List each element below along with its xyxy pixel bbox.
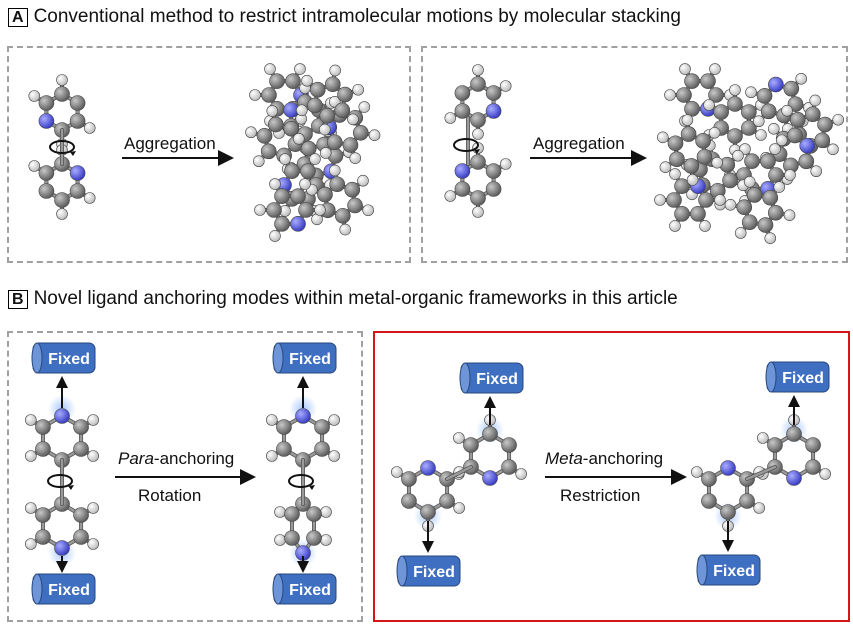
fixed-block-2: Fixed <box>31 573 96 605</box>
anchor-arrows <box>56 376 800 573</box>
fixed-label: Fixed <box>476 371 518 388</box>
molecule-layer <box>25 63 844 567</box>
fixed-block-8: Fixed <box>696 554 761 586</box>
stacked-ring <box>654 168 726 232</box>
meta-rest: -anchoring <box>583 449 663 468</box>
stacked-ring <box>296 64 364 136</box>
meta-ring-lower-2 <box>691 460 765 532</box>
stacked-ring <box>724 176 796 244</box>
stacked-ring <box>254 178 326 242</box>
panel-b-title-text: Novel ligand anchoring modes within meta… <box>33 288 678 309</box>
panel-a-letter: A <box>8 7 28 27</box>
meta-ring-lower-1 <box>391 460 465 532</box>
para-anchoring-label: Para-anchoring <box>118 449 234 468</box>
fixed-label: Fixed <box>289 582 331 599</box>
fixed-block-3: Fixed <box>272 342 337 374</box>
meta-ring-upper-1 <box>453 414 527 486</box>
pyridine-bottom-a2 <box>444 142 512 218</box>
para-ring-bottom-1 <box>25 496 99 556</box>
meta-anchoring-label: Meta-anchoring <box>545 449 663 468</box>
rotation-arrow-icon <box>47 474 74 490</box>
para-ring-top-1 <box>25 408 99 468</box>
restriction-label: Restriction <box>560 486 640 505</box>
panel-a-title: A Conventional method to restrict intram… <box>8 6 681 28</box>
rotation-arrow-icon <box>49 140 76 156</box>
stacked-ring <box>703 84 767 156</box>
fixed-block-5: Fixed <box>459 362 524 394</box>
fixed-label: Fixed <box>289 351 331 368</box>
fixed-block-1: Fixed <box>31 342 96 374</box>
fixed-block-7: Fixed <box>765 361 830 393</box>
panel-a-right-box <box>421 46 848 263</box>
panel-b-left-box <box>7 331 363 622</box>
panel-a-left-box <box>7 46 411 263</box>
rotation-arrow-icon <box>288 474 315 490</box>
fixed-label: Fixed <box>413 564 455 581</box>
aggregation-label-right: Aggregation <box>533 134 625 153</box>
para-italic: Para <box>118 449 154 468</box>
stacked-ring <box>657 114 723 186</box>
meta-ring-upper-2 <box>757 414 831 486</box>
aggregation-label-left: Aggregation <box>124 134 216 153</box>
fixed-label: Fixed <box>48 351 90 368</box>
rotation-arrow-icon <box>453 138 480 154</box>
panel-a-title-text: Conventional method to restrict intramol… <box>33 6 681 27</box>
panel-b-letter: B <box>8 289 28 309</box>
meta-italic: Meta <box>545 449 583 468</box>
rotation-label: Rotation <box>138 486 201 505</box>
fixed-label: Fixed <box>713 563 755 580</box>
stacked-ring <box>306 164 374 236</box>
fixed-label: Fixed <box>782 370 824 387</box>
fixed-label: Fixed <box>48 582 90 599</box>
pyridine-top-a2 <box>444 64 512 140</box>
panel-b-title: B Novel ligand anchoring modes within me… <box>8 288 678 310</box>
fixed-block-6: Fixed <box>396 555 461 587</box>
para-ring-bottom-tilted <box>274 496 332 561</box>
stacked-ring <box>776 94 844 156</box>
panel-b-right-box <box>373 331 850 622</box>
para-rest: -anchoring <box>154 449 234 468</box>
fixed-block-4: Fixed <box>272 573 337 605</box>
